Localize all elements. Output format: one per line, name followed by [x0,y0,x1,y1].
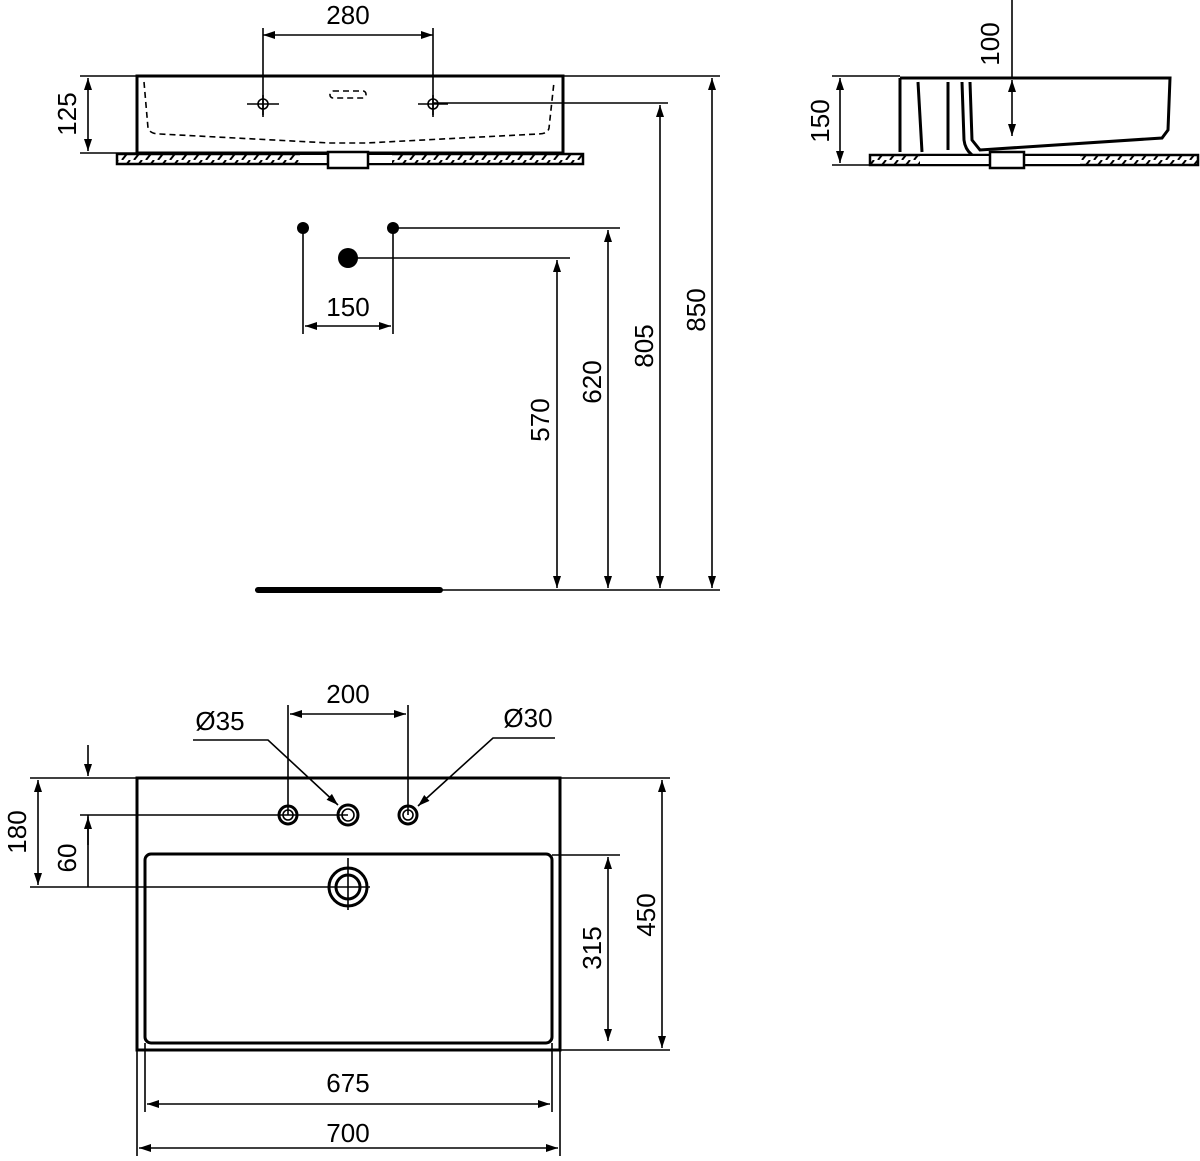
dim-125-label: 125 [52,92,82,135]
dim-100-label: 100 [975,22,1005,65]
hole-diameter-30-label: Ø30 [503,703,552,733]
dim-620-label: 620 [577,360,607,403]
front-view: 280 125 [52,0,720,170]
tap-hole-right-plan [397,804,419,826]
dim-315-label: 315 [577,926,607,969]
dim-450-label: 450 [631,893,661,936]
basin-front-outline [135,74,565,155]
dim-700-label: 700 [326,1118,369,1148]
tap-hole-center-plan [336,803,360,827]
waste-outlet [326,150,370,170]
dim-150-label: 150 [326,292,369,322]
hole-diameter-35-label: Ø35 [195,706,244,736]
side-view: 150 100 [805,0,1200,170]
dim-180-label: 180 [2,810,32,853]
plan-view: 200 Ø35 Ø30 180 60 315 450 675 700 [2,679,670,1156]
dim-150-side-label: 150 [805,99,835,142]
dim-850-label: 850 [681,288,711,331]
tap-hole-left [247,95,279,117]
drain-hole [327,866,369,908]
dim-805-label: 805 [629,324,659,367]
dim-570-label: 570 [525,398,555,441]
tap-hole-left-plan [277,804,299,826]
basin-bowl-outline [143,852,554,1045]
basin-outer-outline [135,776,562,1052]
connection-heights: 150 570 620 805 850 [255,78,720,593]
tap-hole-right [418,95,448,117]
dim-60-label: 60 [52,844,82,873]
dim-675-label: 675 [326,1068,369,1098]
dim-280-label: 280 [326,0,369,30]
dim-200-label: 200 [326,679,369,709]
